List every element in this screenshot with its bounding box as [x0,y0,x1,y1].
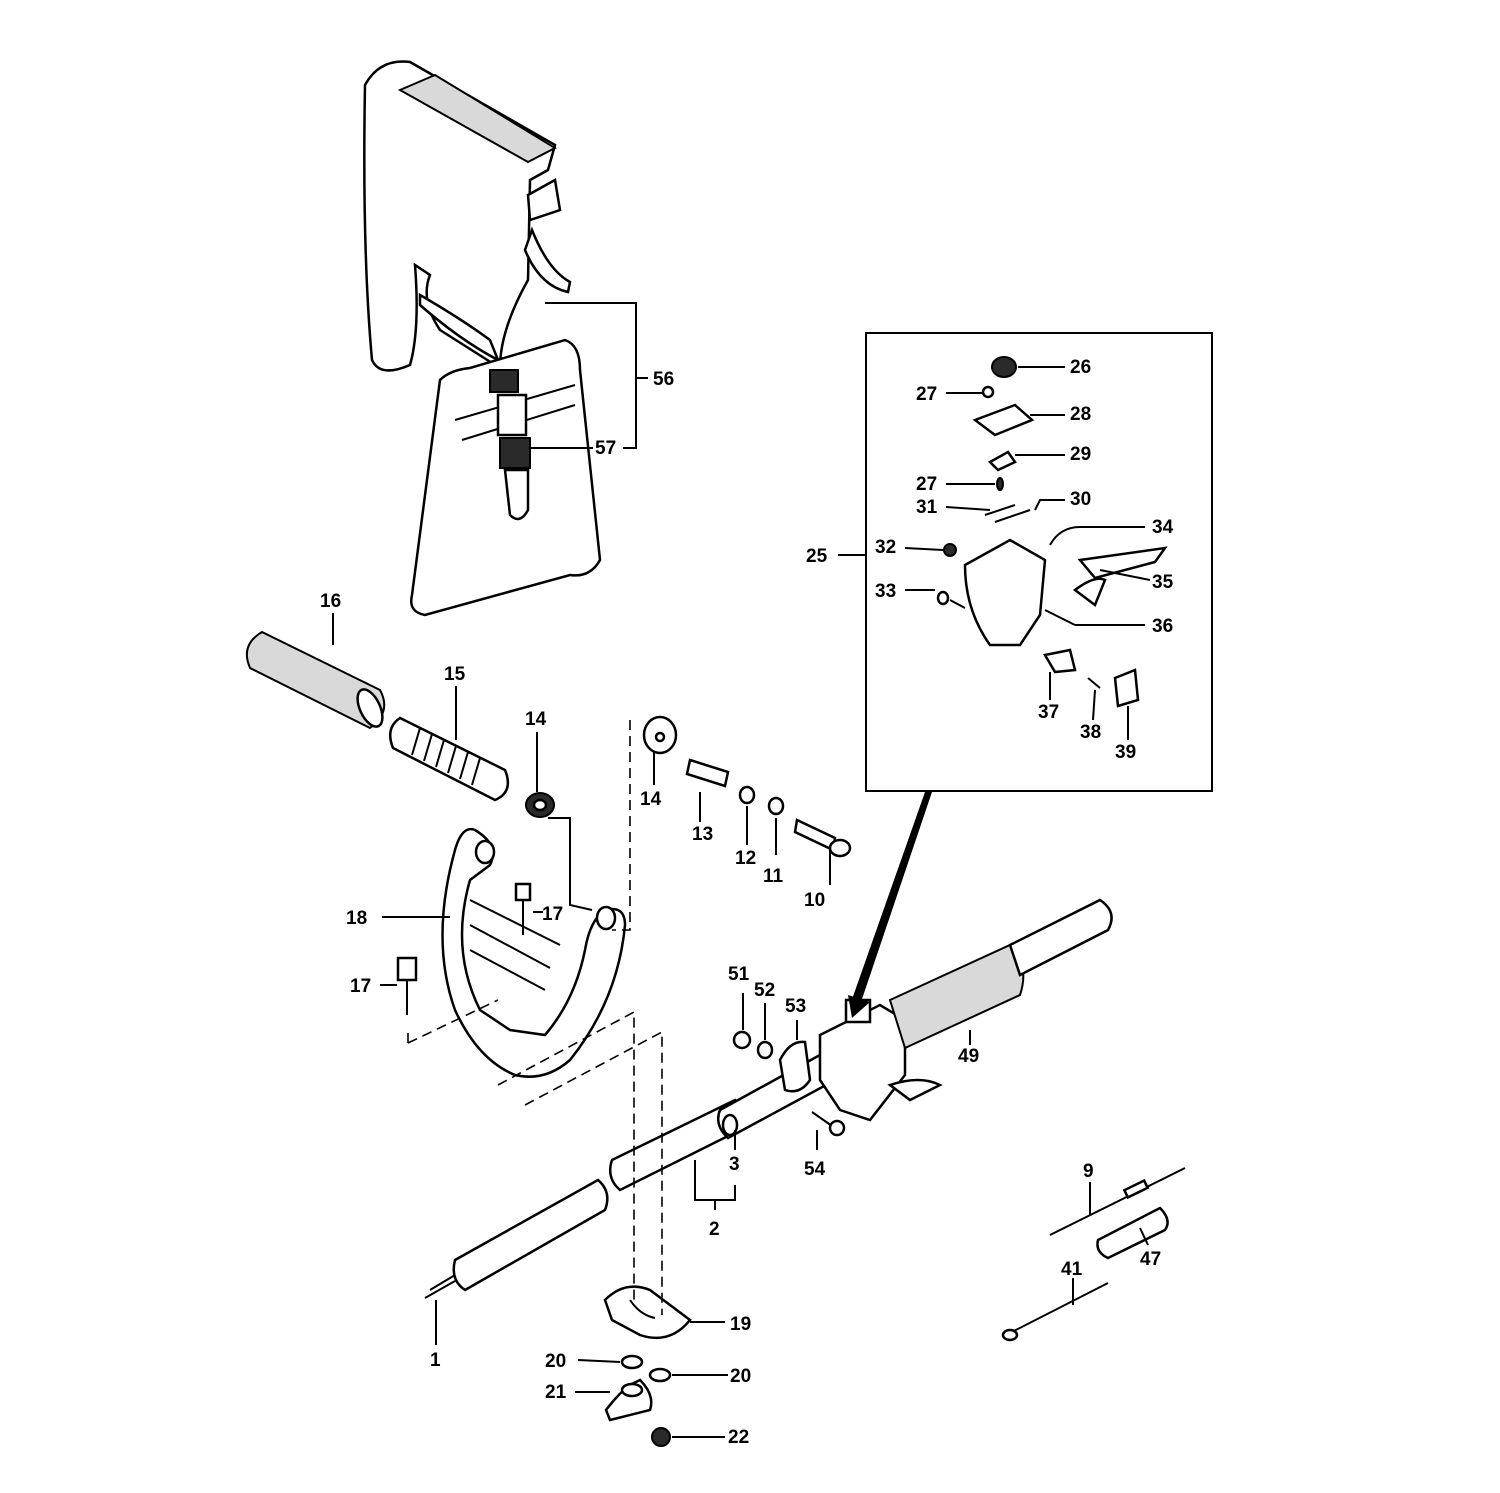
shaft-1 [424,1178,609,1299]
collar-53 [778,1040,812,1093]
washer-12 [738,785,756,805]
callout-20-left: 20 [545,1351,566,1372]
cable-41 [1001,1282,1109,1342]
clamp-19 [603,1285,692,1340]
tube-47 [1096,1206,1169,1260]
washer-20-right [648,1367,672,1383]
callout-31: 31 [916,497,938,518]
callout-53: 53 [785,996,806,1017]
callout-2: 2 [709,1219,720,1240]
callout-54: 54 [804,1159,826,1180]
callout-27-upper: 27 [916,384,937,405]
nut-14-left [525,792,555,818]
callout-1: 1 [430,1350,441,1371]
callout-29: 29 [1070,444,1091,465]
callout-36: 36 [1152,616,1173,637]
callout-37: 37 [1038,702,1059,723]
callout-52: 52 [754,980,775,1001]
callout-9: 9 [1083,1161,1094,1182]
callout-33: 33 [875,581,896,602]
washer-20-left [620,1354,644,1370]
harness-strap [363,60,572,372]
callout-17-lower: 17 [350,976,371,997]
callout-32: 32 [875,537,896,558]
callout-22: 22 [728,1427,749,1448]
shaft-3 [717,1053,830,1140]
callout-27-lower: 27 [916,474,937,495]
callout-39: 39 [1115,742,1136,763]
pin-13 [685,758,730,788]
callout-47: 47 [1140,1249,1161,1270]
callout-28: 28 [1070,404,1091,425]
callout-10: 10 [804,890,825,911]
grip-49 [888,898,1113,1050]
callout-26: 26 [1070,357,1091,378]
grip-16 [246,630,386,730]
callout-16: 16 [320,591,341,612]
callout-11: 11 [763,866,784,887]
callout-3: 3 [729,1154,740,1175]
washer-14-right [642,715,678,755]
callout-30: 30 [1070,489,1091,510]
callout-35: 35 [1152,572,1174,593]
callout-49: 49 [958,1046,979,1067]
callout-13: 13 [692,824,713,845]
callout-18: 18 [346,908,367,929]
callout-25: 25 [806,546,828,567]
cable-9 [1049,1167,1186,1236]
inset-parts [936,356,1168,708]
callout-41: 41 [1061,1259,1083,1280]
handle-bracket-18 [441,827,627,1078]
callout-15: 15 [444,664,466,685]
nut-22 [651,1427,671,1447]
callout-38: 38 [1080,722,1101,743]
knob-21 [604,1378,653,1422]
callouts: 56 57 16 15 14 14 13 12 11 10 18 17 17 5… [320,357,1174,1448]
callout-20-right: 20 [730,1366,751,1387]
callout-17-upper: 17 [542,904,563,925]
lockwasher-11 [767,796,785,816]
callout-56: 56 [653,369,674,390]
callout-51: 51 [728,964,750,985]
washer-52 [756,1040,774,1060]
bolt-54 [811,1111,846,1137]
callout-14-right: 14 [640,789,662,810]
bolt-17-upper [514,882,532,935]
detail-inset [848,332,1213,1018]
callout-14-left: 14 [525,709,547,730]
callout-21: 21 [545,1382,567,1403]
callout-19: 19 [730,1314,751,1335]
callout-12: 12 [735,848,756,869]
callout-34: 34 [1152,517,1174,538]
spring-15 [388,716,510,802]
harness-buckle [489,369,531,521]
nut-51 [732,1030,752,1050]
callout-57: 57 [595,438,616,459]
bolt-17-lower [396,956,418,1015]
leader-lines [332,302,1151,1438]
bolt-10 [793,818,852,858]
